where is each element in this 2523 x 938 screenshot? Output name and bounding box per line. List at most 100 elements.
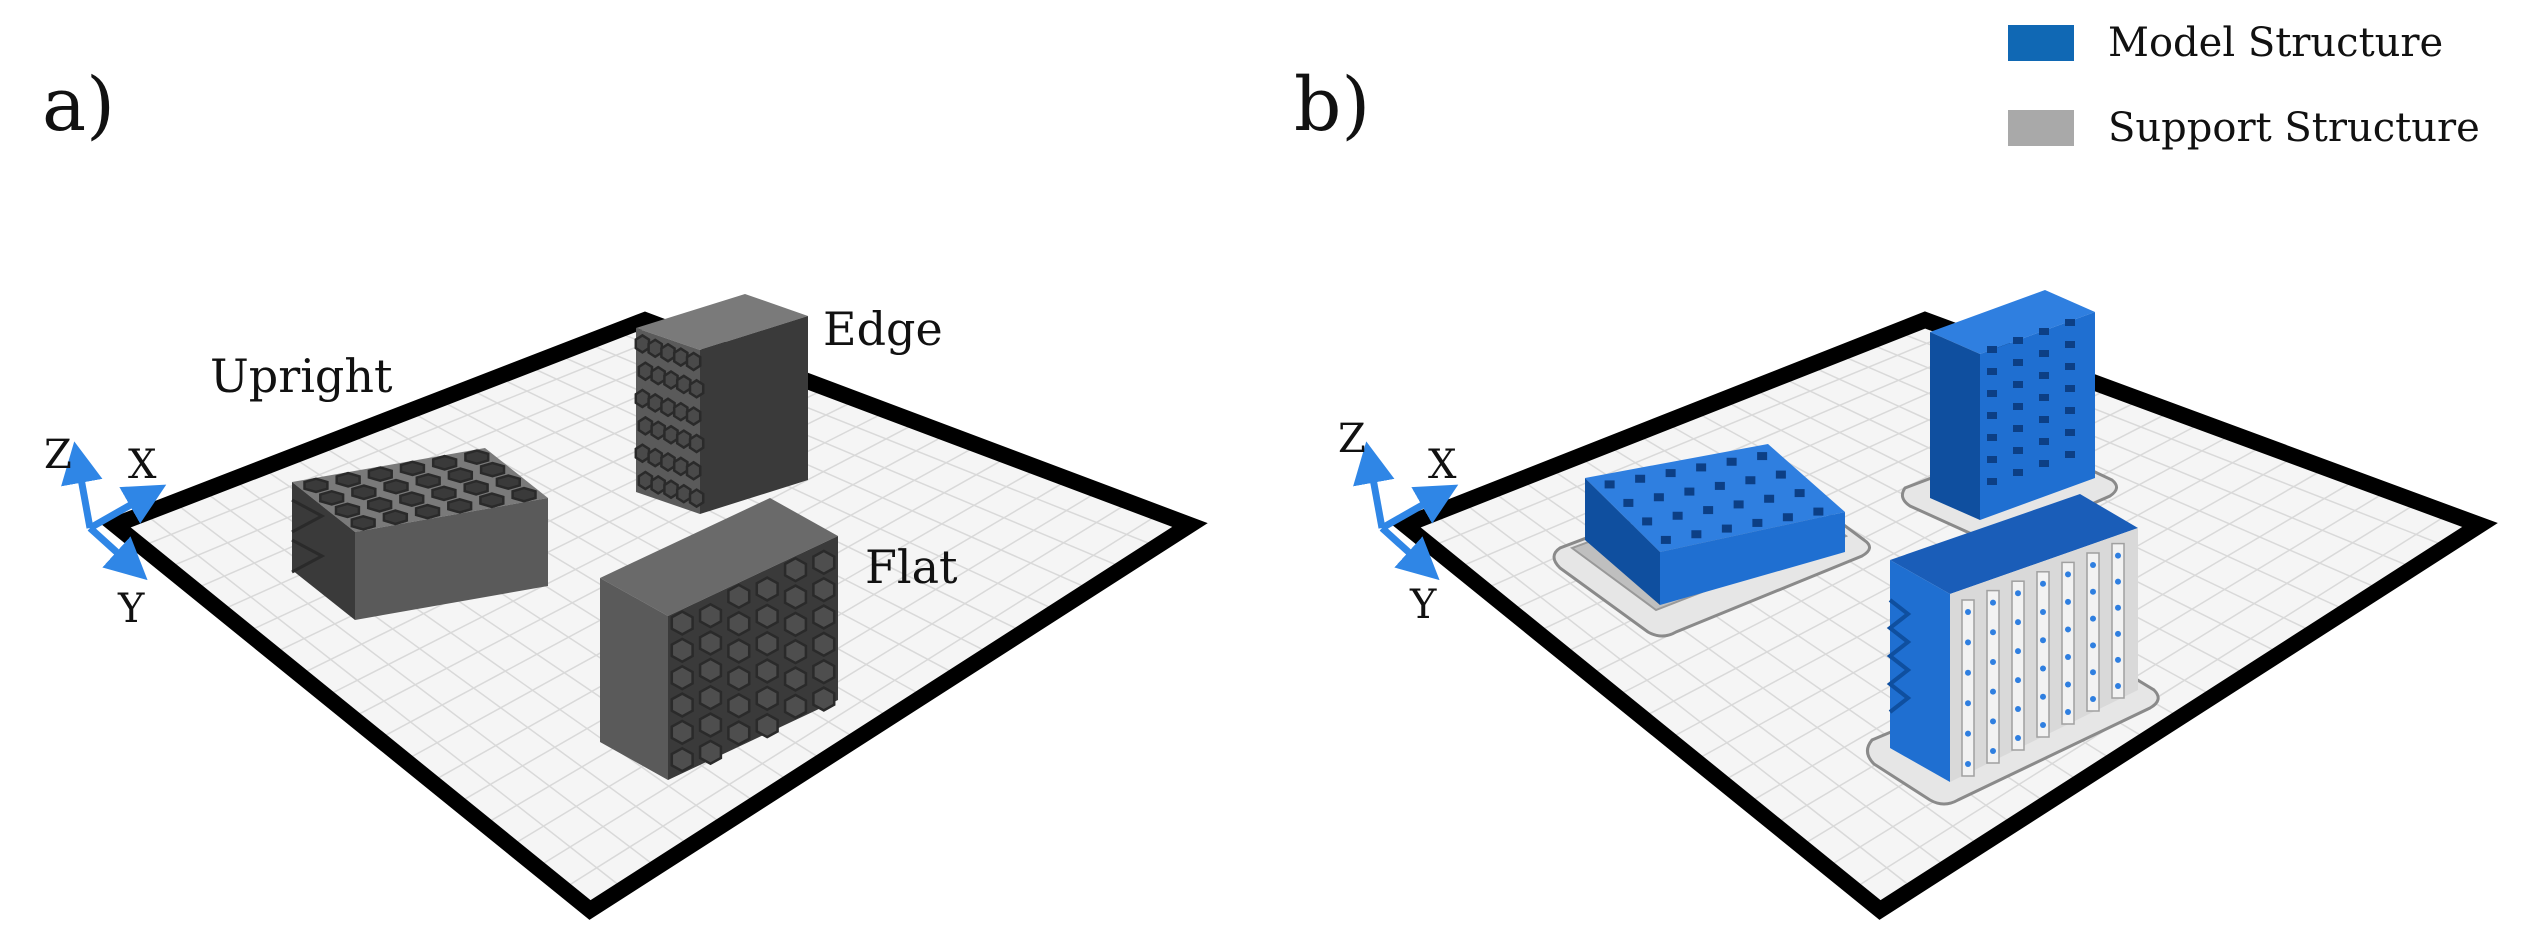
hex-cell	[670, 719, 694, 746]
x-axis-arrow-b	[1380, 484, 1459, 532]
upright-model-with-support	[1552, 444, 1871, 638]
hex-cell	[675, 429, 692, 450]
support-node	[1965, 761, 1971, 767]
model-cell	[1635, 474, 1646, 483]
model-cell	[2013, 469, 2023, 476]
support-node	[1965, 700, 1971, 707]
support-node	[1965, 730, 1971, 737]
model-cell	[2065, 429, 2075, 436]
hex-cell	[670, 637, 694, 664]
hex-cell	[367, 466, 393, 483]
support-node	[2040, 609, 2046, 616]
support-node	[2065, 626, 2071, 633]
hex-cell	[366, 496, 393, 513]
model-cell	[2039, 394, 2049, 401]
hex-cell	[479, 461, 506, 478]
hex-cell	[431, 454, 458, 471]
legend-swatch-support	[2008, 110, 2074, 146]
edge-model-with-support	[1900, 290, 2118, 545]
model-cell	[1665, 469, 1676, 478]
hex-cell	[663, 479, 679, 500]
hex-cell	[637, 470, 654, 491]
support-node	[1990, 748, 1996, 754]
hex-cell	[698, 684, 723, 711]
hex-cell	[755, 658, 779, 684]
hex-cell	[812, 549, 836, 576]
model-cell	[1987, 346, 1997, 353]
model-cell	[1794, 489, 1805, 498]
support-node	[2090, 696, 2096, 702]
hex-cell	[647, 392, 664, 413]
axis-z-label-b: Z	[1338, 416, 1366, 462]
hex-cell	[303, 477, 329, 494]
model-cell	[2039, 328, 2049, 335]
hex-cell	[414, 503, 441, 520]
model-cell	[1726, 457, 1737, 466]
hex-cell	[670, 610, 694, 636]
hex-cell	[755, 712, 779, 739]
support-node	[1965, 669, 1971, 676]
hex-cell	[670, 692, 694, 718]
label-edge: Edge	[823, 302, 943, 356]
hex-cell	[399, 460, 426, 477]
hex-cell	[670, 746, 694, 773]
flat-model-with-support	[1866, 494, 2160, 806]
hex-cell	[399, 491, 425, 508]
support-column	[2111, 542, 2125, 699]
hex-cell	[350, 514, 376, 531]
model-cell	[2013, 359, 2023, 366]
support-node	[2015, 648, 2021, 655]
model-cell	[1623, 498, 1634, 507]
support-node	[2090, 669, 2096, 676]
y-axis-arrow-b	[1379, 525, 1440, 581]
axis-triad-b: Z X Y	[1338, 416, 1459, 628]
x-axis-arrow	[88, 484, 167, 532]
model-cell	[2013, 447, 2023, 454]
hex-cell	[672, 401, 689, 422]
model-cell	[1672, 511, 1683, 520]
model-cell	[1987, 456, 1997, 463]
hex-cell	[698, 712, 723, 738]
support-node	[2065, 653, 2071, 660]
hex-cell	[727, 638, 751, 664]
hex-cell	[650, 474, 667, 495]
hex-cell	[634, 333, 651, 354]
support-column	[2086, 552, 2100, 712]
hex-cell	[755, 630, 779, 657]
model-cell	[2065, 341, 2075, 348]
model-cell	[1653, 493, 1664, 502]
hex-cell	[675, 483, 692, 504]
model-cell	[1987, 478, 1997, 485]
model-cell	[2065, 385, 2075, 392]
model-cell	[2039, 372, 2049, 379]
support-node	[1965, 609, 1971, 615]
legend-label-support: Support Structure	[2108, 105, 2480, 151]
support-node	[1965, 639, 1971, 646]
model-cell	[2013, 337, 2023, 344]
model-cell	[2013, 425, 2023, 432]
support-node	[2040, 580, 2046, 587]
model-cell	[1775, 470, 1786, 479]
hex-cell	[727, 583, 751, 610]
hex-cell	[464, 449, 490, 466]
model-cell	[1721, 524, 1732, 533]
support-node	[2090, 562, 2096, 568]
model-cell	[2013, 381, 2023, 388]
model-cell	[1987, 434, 1997, 441]
support-column	[2061, 561, 2075, 725]
support-node	[2040, 722, 2046, 728]
hex-cell	[698, 739, 723, 766]
edge-part	[634, 294, 808, 514]
support-node	[1990, 718, 1996, 725]
hex-cell	[479, 492, 505, 509]
flat-hex-cells	[670, 549, 836, 773]
y-axis-arrow	[87, 525, 148, 581]
hex-cell	[698, 602, 723, 629]
support-node	[2090, 642, 2096, 649]
model-cell	[1714, 481, 1725, 490]
z-axis-arrow-b	[1353, 441, 1395, 529]
hex-cell	[672, 347, 689, 368]
hex-cell	[755, 603, 779, 630]
hex-cell	[447, 497, 473, 514]
model-cell	[1703, 506, 1714, 515]
